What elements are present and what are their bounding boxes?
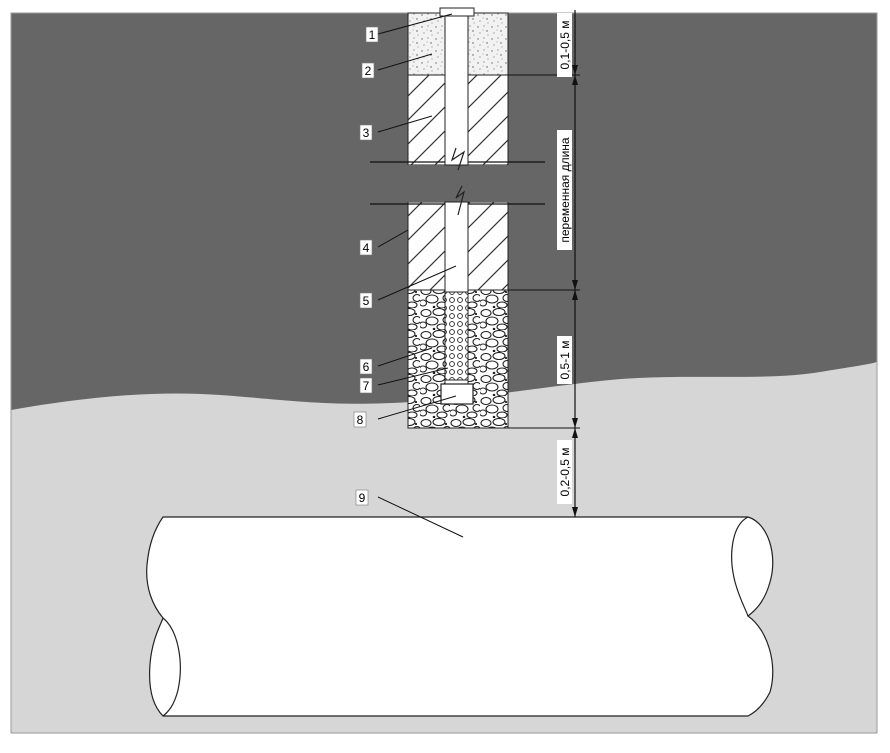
dimension-label-variable: переменная длина xyxy=(557,130,572,250)
arrow-3 xyxy=(572,280,578,290)
pipeline-end-right-upper xyxy=(731,516,749,617)
perforated-filter xyxy=(444,291,469,381)
callout-3: 3 xyxy=(359,124,373,141)
callout-number: 9 xyxy=(359,491,366,505)
leader-4 xyxy=(377,229,409,248)
callout-2: 2 xyxy=(361,62,375,79)
callout-5: 5 xyxy=(359,292,373,309)
callout-number: 4 xyxy=(363,241,370,255)
callout-number: 6 xyxy=(363,360,370,374)
callout-6: 6 xyxy=(359,358,373,375)
casing-break-mark-bottom xyxy=(455,185,466,216)
leader-1 xyxy=(377,13,453,35)
bottom-plug xyxy=(440,383,474,405)
arrow-7 xyxy=(572,507,578,517)
casing-pipe-upper xyxy=(444,12,469,166)
pipeline-end-left-lower xyxy=(162,617,181,717)
dimension-text-variable: переменная длина xyxy=(558,137,572,243)
leader-2 xyxy=(377,53,433,71)
callout-1: 1 xyxy=(365,26,379,43)
callout-9: 9 xyxy=(355,489,369,506)
arrow-5 xyxy=(572,418,578,428)
leader-3 xyxy=(377,115,433,133)
callout-number: 1 xyxy=(369,28,376,42)
pipeline xyxy=(146,516,774,717)
casing-pipe-lower xyxy=(444,201,469,293)
casing-break-mark-top xyxy=(450,147,466,171)
arrow-4 xyxy=(572,290,578,300)
leader-8 xyxy=(377,395,457,420)
dimension-chain xyxy=(508,10,580,517)
dimension-label-top: 0,1-0,5 м xyxy=(557,13,572,77)
dimension-text-gravel: 0,5-1 м xyxy=(558,341,572,380)
arrow-2 xyxy=(572,75,578,85)
arrow-6 xyxy=(572,428,578,438)
leader-6 xyxy=(377,347,433,367)
callout-4: 4 xyxy=(359,239,373,256)
leader-9 xyxy=(377,496,464,538)
arrow-1 xyxy=(572,65,578,75)
callout-number: 3 xyxy=(363,126,370,140)
dimension-text-top: 0,1-0,5 м xyxy=(558,21,572,70)
callout-number: 2 xyxy=(365,64,372,78)
callout-number: 8 xyxy=(357,413,364,427)
top-cap xyxy=(439,7,475,17)
dimension-label-gravel: 0,5-1 м xyxy=(557,336,572,384)
callout-7: 7 xyxy=(359,377,373,394)
callout-number: 5 xyxy=(363,294,370,308)
dimension-label-clearance: 0,2-0,5 м xyxy=(557,440,572,504)
leader-7 xyxy=(377,367,449,386)
leader-5 xyxy=(377,265,457,301)
callout-8: 8 xyxy=(353,411,367,428)
dimension-text-clearance: 0,2-0,5 м xyxy=(558,448,572,497)
callout-number: 7 xyxy=(363,379,370,393)
